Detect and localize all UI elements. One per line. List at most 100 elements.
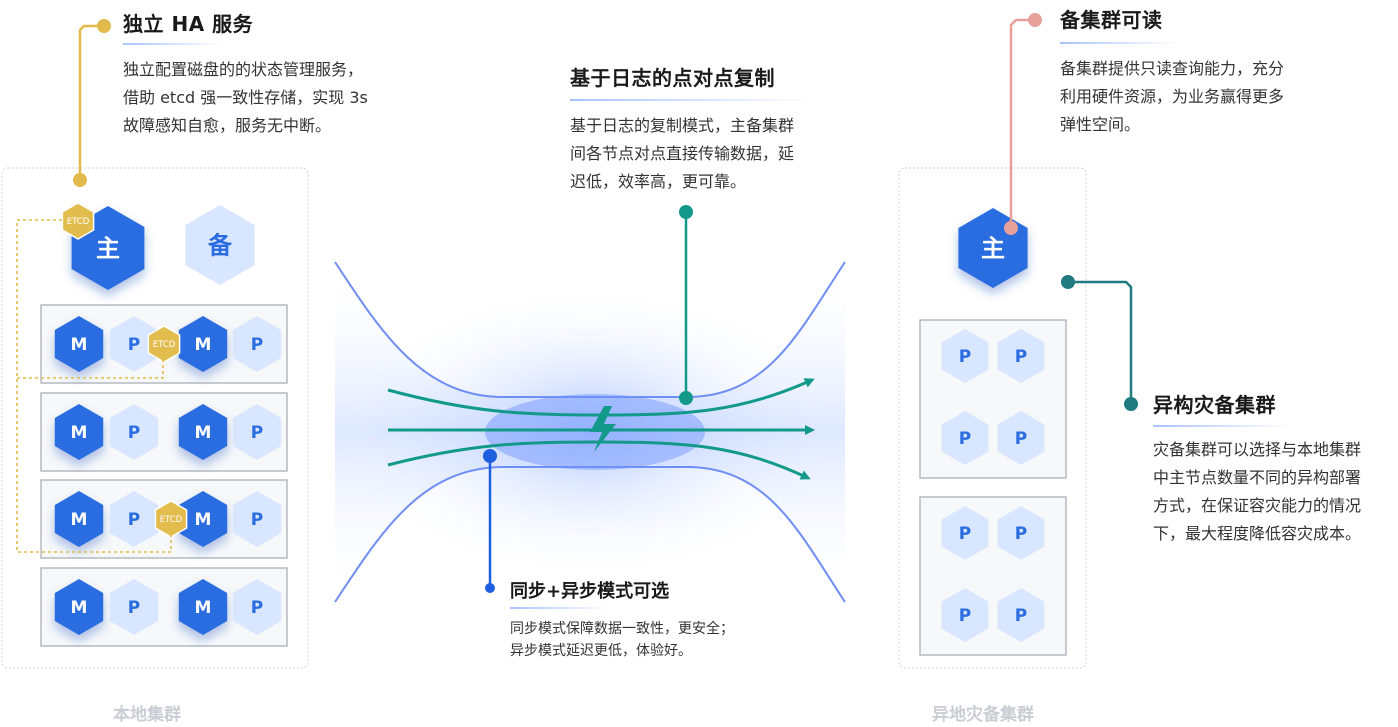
remote-peer-node-hexagon xyxy=(997,506,1045,560)
master-node: M xyxy=(178,579,228,635)
hetero-title: 异构灾备集群 xyxy=(1153,393,1276,417)
peer-node: P xyxy=(109,579,159,635)
replication-title: 基于日志的点对点复制 xyxy=(570,66,775,90)
ha-description-line: 独立配置磁盘的的状态管理服务， xyxy=(123,60,364,79)
ha-connector xyxy=(78,24,104,180)
remote-peer-node: P xyxy=(997,411,1045,465)
remote-peer-node-hexagon xyxy=(941,506,989,560)
etcd-badge: ETCD xyxy=(147,325,181,363)
readable-connector-dot xyxy=(1028,13,1042,27)
master-node-hexagon xyxy=(178,404,228,460)
master-node-hexagon xyxy=(54,404,104,460)
readable-connector-dot xyxy=(1004,221,1018,235)
sync-title-underline xyxy=(510,607,610,609)
master-node: M xyxy=(178,316,228,372)
peer-node-hexagon xyxy=(109,316,159,372)
ha-connector-dot xyxy=(73,173,87,187)
callout-connectors xyxy=(16,13,1138,593)
remote-peer-node-label: P xyxy=(1015,606,1027,626)
peer-node-hexagon xyxy=(232,404,282,460)
readable-description-line: 备集群提供只读查询能力，充分 xyxy=(1060,59,1285,78)
local-primary-node-label: 主 xyxy=(96,235,120,263)
remote-peer-node-hexagon xyxy=(997,329,1045,383)
hetero-description-line: 下，最大程度降低容灾成本。 xyxy=(1153,524,1362,543)
etcd-link xyxy=(17,346,164,379)
master-node: M xyxy=(54,404,104,460)
peer-node-label: P xyxy=(128,598,140,618)
peer-node-hexagon xyxy=(109,404,159,460)
etcd-badge-hexagon xyxy=(147,325,181,363)
remote-peer-node-label: P xyxy=(1015,347,1027,367)
master-node-label: M xyxy=(71,423,88,443)
peer-node-hexagon xyxy=(232,491,282,547)
replication-connector-dot xyxy=(679,205,693,219)
etcd-badge-label: ETCD xyxy=(67,217,90,227)
ha-title-underline xyxy=(123,43,223,45)
peer-node-label: P xyxy=(251,423,263,443)
peer-node-hexagon xyxy=(232,579,282,635)
sync-connector-dot xyxy=(485,583,495,593)
master-node-label: M xyxy=(195,598,212,618)
remote-peer-node: P xyxy=(941,506,989,560)
ha-description: 独立配置磁盘的的状态管理服务， 借助 etcd 强一致性存储，实现 3s 故障感… xyxy=(123,56,368,140)
hetero-connector-dot xyxy=(1124,397,1138,411)
master-node-hexagon xyxy=(54,491,104,547)
master-node-label: M xyxy=(195,423,212,443)
peer-node-hexagon xyxy=(232,316,282,372)
peer-node-hexagon xyxy=(109,491,159,547)
remote-peer-node-hexagon xyxy=(941,411,989,465)
peer-node-label: P xyxy=(251,510,263,530)
peer-node-label: P xyxy=(251,335,263,355)
peer-node-label: P xyxy=(128,423,140,443)
master-node-hexagon xyxy=(54,316,104,372)
hetero-description-line: 灾备集群可以选择与本地集群 xyxy=(1153,440,1362,459)
replication-description-line: 基于日志的复制模式，主备集群 xyxy=(570,116,795,135)
peer-node: P xyxy=(109,316,159,372)
ha-description-line: 故障感知自愈，服务无中断。 xyxy=(123,116,332,135)
peer-node-label: P xyxy=(128,335,140,355)
remote-peer-node-label: P xyxy=(959,347,971,367)
peer-node: P xyxy=(109,491,159,547)
replication-description-line: 迟低，效率高，更可靠。 xyxy=(570,172,747,191)
remote-peer-node-label: P xyxy=(1015,429,1027,449)
hetero-connector xyxy=(1068,280,1133,404)
remote-peer-node: P xyxy=(941,329,989,383)
etcd-link xyxy=(16,219,172,553)
master-node-label: M xyxy=(71,598,88,618)
local-cluster-primary-standby: 主 备 ETCD xyxy=(61,202,255,290)
flow-lines xyxy=(387,378,815,480)
local-standby-node: 备 xyxy=(185,205,255,285)
master-node-hexagon xyxy=(178,316,228,372)
remote-peer-node: P xyxy=(941,411,989,465)
master-node: M xyxy=(178,404,228,460)
replication-connector-dot xyxy=(679,391,693,405)
remote-peer-node: P xyxy=(997,329,1045,383)
master-node-label: M xyxy=(195,510,212,530)
peer-node-label: P xyxy=(251,598,263,618)
remote-peer-node-label: P xyxy=(959,606,971,626)
remote-cluster-frame xyxy=(898,167,1087,669)
hetero-title-underline xyxy=(1153,425,1293,427)
replication-description: 基于日志的复制模式，主备集群 间各节点对点直接传输数据，延 迟低，效率高，更可靠… xyxy=(570,112,794,196)
remote-primary-node-label: 主 xyxy=(981,235,1005,263)
remote-peer-node: P xyxy=(941,588,989,642)
readable-description-line: 利用硬件资源，为业务赢得更多 xyxy=(1060,87,1285,106)
master-node-hexagon xyxy=(178,579,228,635)
sync-description: 同步模式保障数据一致性，更安全； 异步模式延迟更低，体验好。 xyxy=(510,618,734,662)
readable-title-underline xyxy=(1060,42,1180,44)
master-node-hexagon xyxy=(178,491,228,547)
replication-title-underline xyxy=(570,99,815,101)
local-cluster-caption: 本地集群 xyxy=(113,705,181,725)
etcd-badge-hexagon xyxy=(61,202,95,240)
peer-node: P xyxy=(109,404,159,460)
master-node-label: M xyxy=(71,335,88,355)
local-standby-node-label: 备 xyxy=(207,232,233,260)
master-node-label: M xyxy=(71,510,88,530)
etcd-badge: ETCD xyxy=(61,202,95,240)
peer-node: P xyxy=(232,491,282,547)
peer-node: P xyxy=(232,579,282,635)
etcd-badge-label: ETCD xyxy=(160,515,183,525)
